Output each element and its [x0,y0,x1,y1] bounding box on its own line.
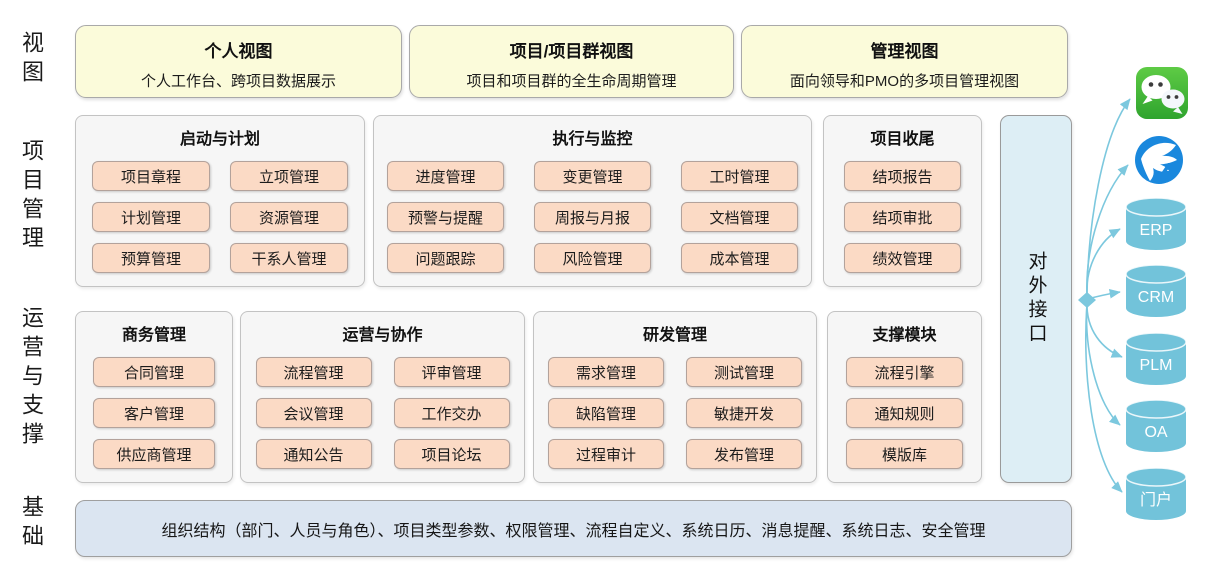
module-button: 问题跟踪 [387,243,504,273]
module-button: 风险管理 [534,243,651,273]
view-box-personal: 个人视图 个人工作台、跨项目数据展示 [75,25,402,98]
group-title: 运营与协作 [342,327,423,344]
module-button: 流程管理 [255,357,372,387]
svg-text:门户: 门户 [1140,491,1172,509]
module-button: 发布管理 [686,439,802,469]
module-button: 结项审批 [844,202,961,232]
module-button: 进度管理 [387,161,504,191]
view-title: 管理视图 [870,42,939,61]
group-title: 项目收尾 [870,131,935,148]
external-interface-bar: 对外接口 [1000,115,1072,483]
module-button: 流程引擎 [846,357,963,387]
svg-text:CRM: CRM [1138,289,1174,306]
module-button: 结项报告 [844,161,961,191]
group-title: 执行与监控 [552,131,633,148]
module-button: 资源管理 [230,202,348,232]
module-button: 预算管理 [92,243,210,273]
group-rd-mgmt: 研发管理 需求管理 测试管理 缺陷管理 敏捷开发 过程审计 发布管理 [533,311,817,483]
view-subtitle: 项目和项目群的全生命周期管理 [466,73,677,90]
group-initiation-planning: 启动与计划 项目章程 立项管理 计划管理 资源管理 预算管理 干系人管理 [75,115,365,287]
module-button: 文档管理 [681,202,798,232]
view-title: 项目/项目群视图 [509,42,634,61]
module-button: 客户管理 [93,398,215,428]
svg-text:OA: OA [1144,424,1167,441]
module-button: 变更管理 [534,161,651,191]
group-ops-collaboration: 运营与协作 流程管理 评审管理 会议管理 工作交办 通知公告 项目论坛 [240,311,525,483]
dingtalk-icon [1135,136,1183,184]
group-project-closure: 项目收尾 结项报告 结项审批 绩效管理 [823,115,982,287]
module-button: 计划管理 [92,202,210,232]
svg-text:PLM: PLM [1140,357,1173,374]
external-interface-label: 对外接口 [1025,251,1047,347]
view-title: 个人视图 [204,42,273,61]
group-support-modules: 支撑模块 流程引擎 通知规则 模版库 [827,311,982,483]
module-button: 过程审计 [548,439,664,469]
module-button: 成本管理 [681,243,798,273]
group-title: 启动与计划 [179,131,260,148]
module-button: 供应商管理 [93,439,215,469]
row-label-views: 视图 [19,31,44,89]
module-button: 通知规则 [846,398,963,428]
module-button: 评审管理 [393,357,510,387]
cylinder-plm: PLM [1125,332,1187,385]
row-label-ops-support: 运营与支撑 [19,306,44,451]
svg-text:ERP: ERP [1140,222,1173,239]
wechat-icon [1136,67,1188,119]
module-button: 绩效管理 [844,243,961,273]
group-title: 商务管理 [121,327,186,344]
group-title: 支撑模块 [872,327,937,344]
external-systems-panel: ERP CRM PLM OA 门户 [1078,67,1188,520]
view-box-project: 项目/项目群视图 项目和项目群的全生命周期管理 [409,25,734,98]
cylinder-oa: OA [1125,399,1187,452]
module-button: 需求管理 [548,357,664,387]
module-button: 模版库 [846,439,963,469]
module-button: 项目论坛 [393,439,510,469]
cylinder-erp: ERP [1125,197,1187,250]
module-button: 周报与月报 [534,202,651,232]
row-label-foundation: 基础 [19,495,44,553]
group-execution-monitoring: 执行与监控 进度管理 变更管理 工时管理 预警与提醒 周报与月报 文档管理 问题… [373,115,812,287]
module-button: 立项管理 [230,161,348,191]
group-business-mgmt: 商务管理 合同管理 客户管理 供应商管理 [75,311,233,483]
module-button: 工作交办 [393,398,510,428]
module-button: 工时管理 [681,161,798,191]
module-button: 测试管理 [686,357,802,387]
module-button: 缺陷管理 [548,398,664,428]
view-subtitle: 个人工作台、跨项目数据展示 [140,73,336,90]
interface-arrows [1085,98,1131,493]
module-button: 干系人管理 [230,243,348,273]
module-button: 项目章程 [92,161,210,191]
module-button: 通知公告 [255,439,372,469]
arrow-origin-diamond [1078,292,1096,308]
cylinder-portal: 门户 [1125,467,1187,520]
foundation-bar: 组织结构（部门、人员与角色）、项目类型参数、权限管理、流程自定义、系统日历、消息… [75,500,1072,557]
module-button: 预警与提醒 [387,202,504,232]
foundation-text: 组织结构（部门、人员与角色）、项目类型参数、权限管理、流程自定义、系统日历、消息… [161,522,986,540]
view-box-management: 管理视图 面向领导和PMO的多项目管理视图 [741,25,1068,98]
cylinder-crm: CRM [1125,264,1187,317]
row-label-project-mgmt: 项目管理 [19,139,44,255]
module-button: 合同管理 [93,357,215,387]
view-subtitle: 面向领导和PMO的多项目管理视图 [789,73,1020,90]
module-button: 敏捷开发 [686,398,802,428]
module-button: 会议管理 [255,398,372,428]
group-title: 研发管理 [642,327,707,344]
